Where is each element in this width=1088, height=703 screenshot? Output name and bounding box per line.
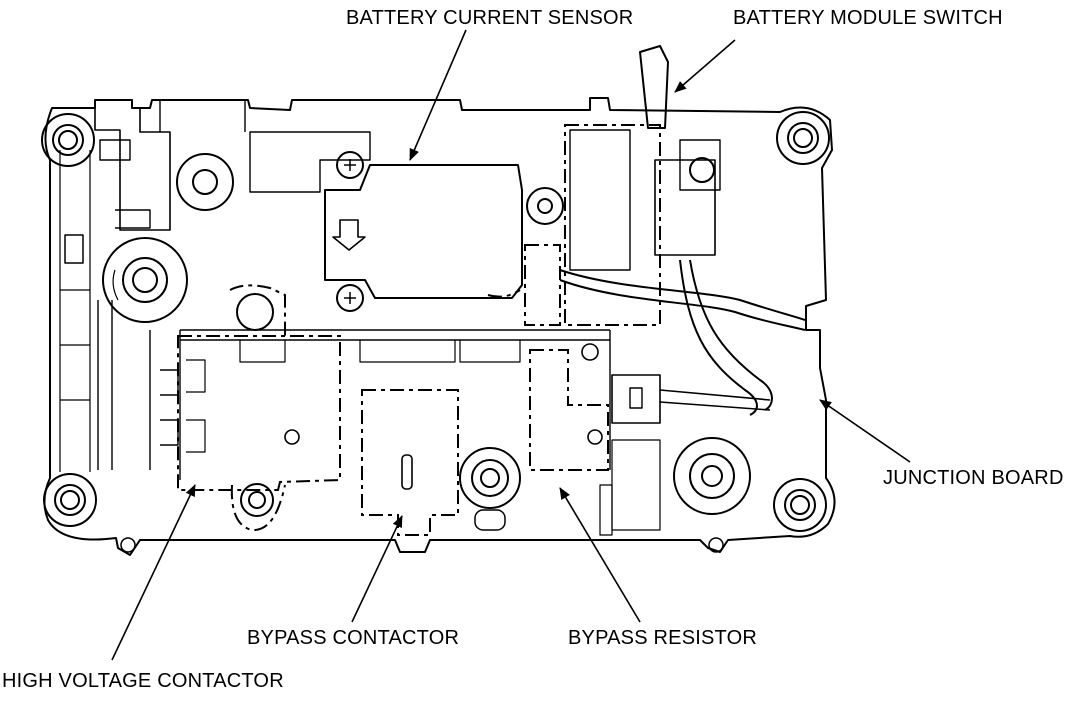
leader-battery-module-switch bbox=[674, 39, 736, 93]
battery-module-switch-outline bbox=[564, 124, 661, 326]
leader-battery-current-sensor bbox=[409, 29, 467, 161]
label-bypass-resistor: BYPASS RESISTOR bbox=[568, 627, 757, 649]
battery-current-sensor-body bbox=[324, 151, 564, 312]
mounting-boss-bottom-left bbox=[43, 473, 97, 527]
mounting-boss-top-right bbox=[776, 111, 830, 165]
bypass-resistor-outline bbox=[529, 349, 609, 471]
housing-outline bbox=[43, 97, 836, 556]
mounting-boss-bottom-right bbox=[773, 478, 827, 532]
label-battery-current-sensor: BATTERY CURRENT SENSOR bbox=[346, 7, 634, 29]
high-voltage-contactor-outline bbox=[177, 335, 341, 491]
leader-bypass-contactor bbox=[351, 515, 403, 623]
label-battery-module-switch: BATTERY MODULE SWITCH bbox=[733, 7, 1003, 29]
battery-module-switch-body bbox=[569, 45, 721, 271]
label-high-voltage-contactor: HIGH VOLTAGE CONTACTOR bbox=[2, 670, 284, 692]
leader-junction-board bbox=[819, 399, 911, 463]
leader-bypass-resistor bbox=[559, 487, 641, 623]
label-junction-board: JUNCTION BOARD bbox=[883, 467, 1064, 489]
bypass-contactor-outline bbox=[361, 389, 459, 536]
mounting-boss-top-left bbox=[41, 113, 95, 167]
label-bypass-contactor: BYPASS CONTACTOR bbox=[247, 627, 460, 649]
leader-high-voltage-contactor bbox=[111, 484, 196, 661]
